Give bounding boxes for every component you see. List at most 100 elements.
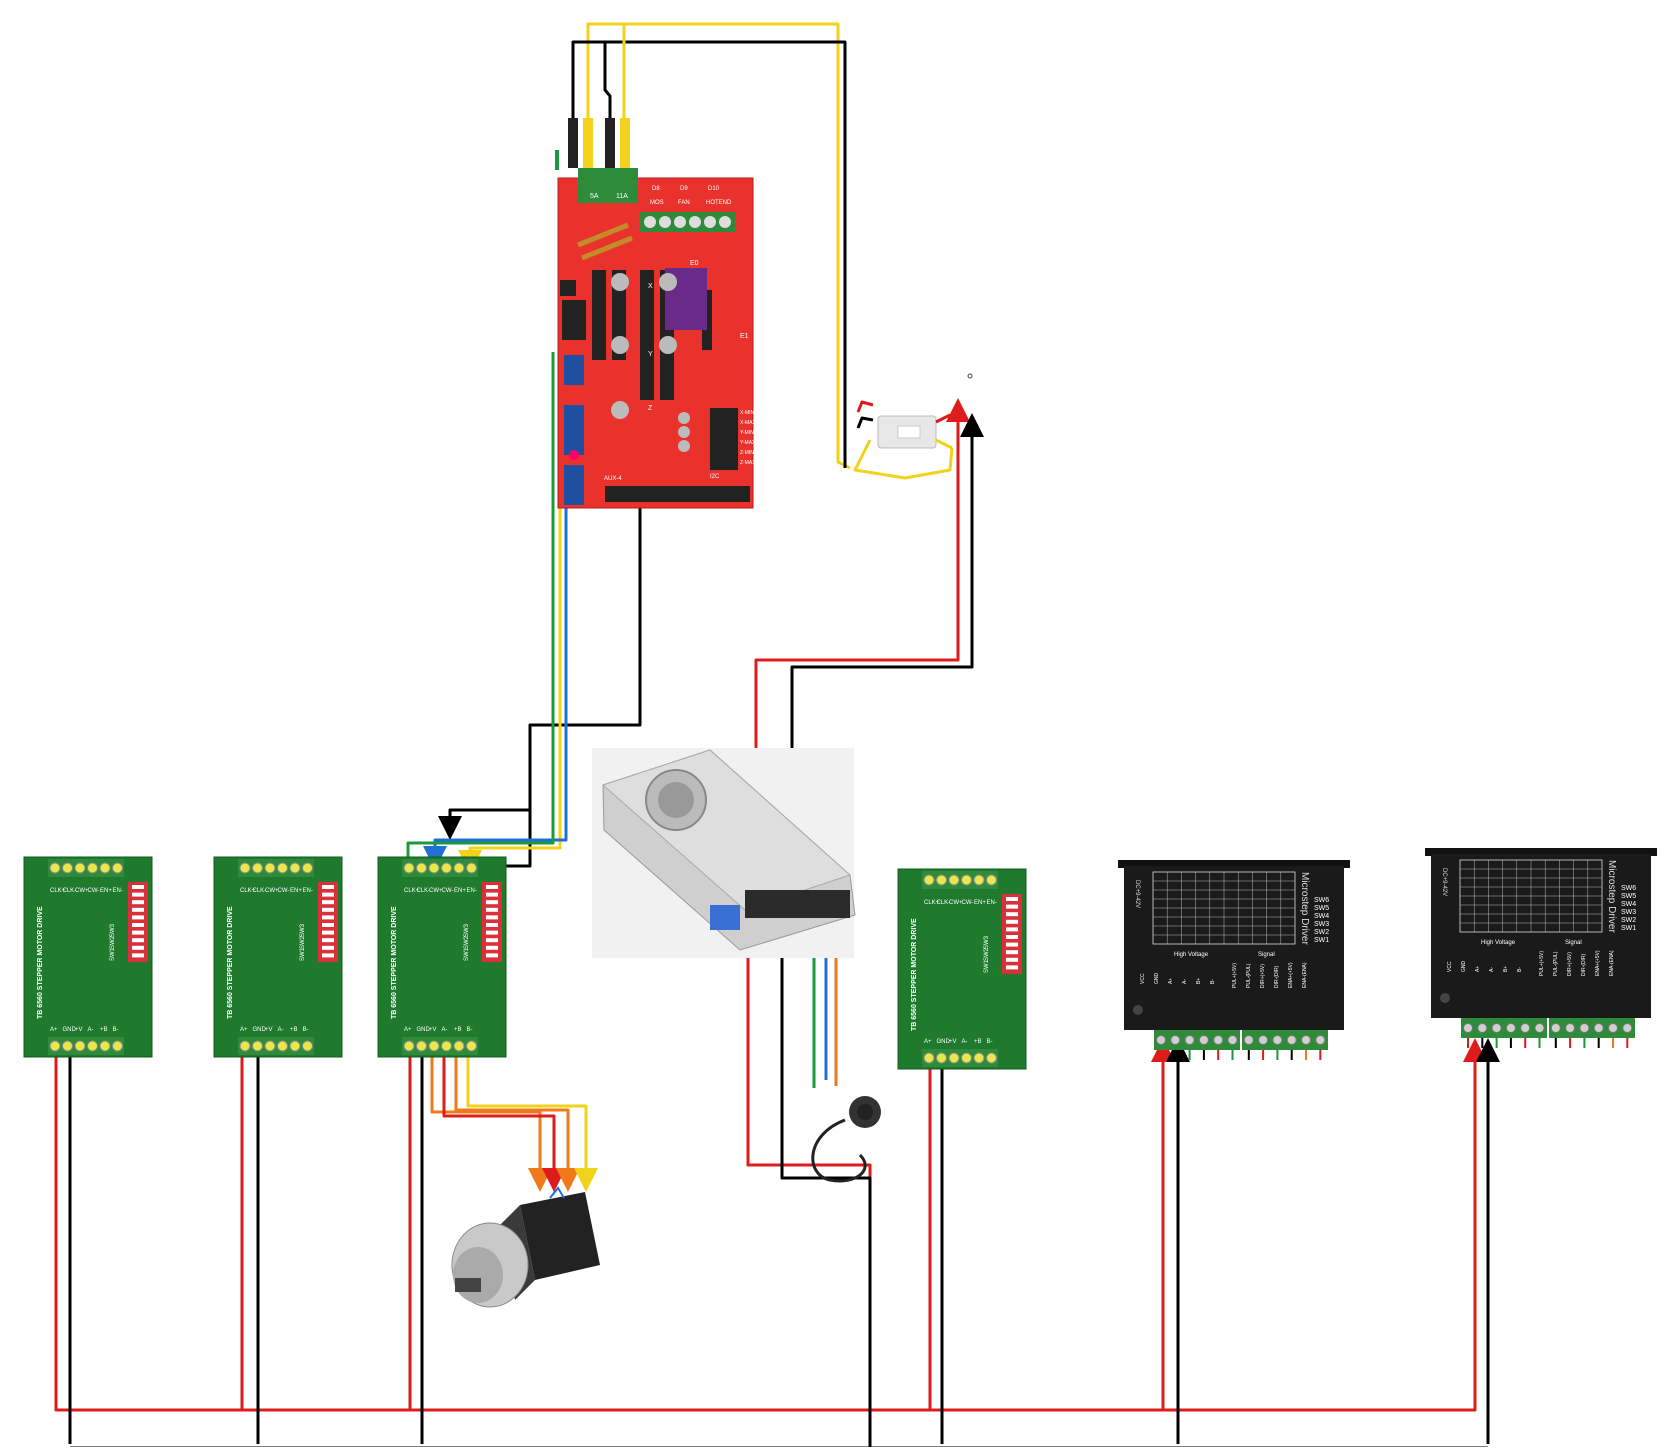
wire-blue-ramps <box>423 352 568 870</box>
signal-pin-label: ENA-(ENA) <box>1609 950 1615 976</box>
terminal-screw <box>1301 1035 1311 1045</box>
terminal-screw <box>416 862 427 874</box>
terminal-screw <box>1184 1035 1195 1045</box>
terminal-screw <box>1534 1023 1545 1033</box>
top-pin-label: CLK+ <box>240 888 256 894</box>
terminal-screw <box>87 1040 98 1052</box>
terminal-screw <box>62 1040 73 1052</box>
switch-label: SW2 <box>110 935 116 949</box>
top-pin-label: CLK- <box>937 900 951 906</box>
terminal-screw <box>1608 1023 1618 1033</box>
switch-label: SW2 <box>300 935 306 949</box>
ramps-board: 5A 11A MOS FAN HOTEND D8 D9 D10 X Y Z E0… <box>555 118 757 509</box>
terminal-screw <box>289 862 301 874</box>
hv-pin-label: GND <box>1461 961 1467 973</box>
terminal-screw <box>1622 1023 1633 1033</box>
terminal-screw <box>986 1052 997 1064</box>
switch-label: SW3 <box>110 923 116 937</box>
top-pin-label: EN+ <box>974 900 986 906</box>
bottom-pin-label: A+ <box>924 1039 932 1045</box>
terminal-screw <box>441 862 452 874</box>
terminal-screw <box>1520 1023 1531 1033</box>
terminal-screw <box>1565 1023 1576 1033</box>
dip-switch[interactable] <box>482 882 502 962</box>
terminal-screw <box>403 862 415 874</box>
switch-label: SW5 <box>1314 905 1329 912</box>
top-pin-label: CLK+ <box>924 900 940 906</box>
ramps-hotend-label: HOTEND <box>706 200 732 206</box>
top-pin-label: EN+ <box>454 888 466 894</box>
driver-model: DC+9-42V <box>1441 868 1447 896</box>
terminal-screw <box>277 1040 288 1052</box>
bottom-pin-label: B- <box>987 1039 993 1045</box>
hv-pin-label: B- <box>1517 967 1523 972</box>
top-pin-label: EN- <box>303 888 313 894</box>
top-pin-label: EN- <box>113 888 123 894</box>
endstop-ymax: Y-MAX <box>740 440 756 446</box>
wire-motor-a <box>430 1042 552 1192</box>
top-pin-label: CLK- <box>63 888 77 894</box>
top-pin-label: EN- <box>987 900 997 906</box>
terminal-screw <box>948 874 960 886</box>
terminal-screw <box>252 1040 263 1052</box>
ramps-mos-label: MOS <box>650 200 664 206</box>
top-pin-label: CW+ <box>75 888 89 894</box>
terminal-screw <box>99 862 111 874</box>
terminal-screw <box>1593 1023 1604 1033</box>
wire-black-top <box>571 40 847 468</box>
signal-pin-label: PUL-(PUL) <box>1553 951 1559 976</box>
bottom-pin-label: +B <box>290 1027 298 1033</box>
terminal-screw <box>466 1040 477 1052</box>
top-pin-label: EN+ <box>100 888 112 894</box>
top-pin-label: CLK- <box>417 888 431 894</box>
terminal-screw <box>87 862 98 874</box>
wire-green-ramps <box>406 352 555 860</box>
switch-label: SW1 <box>1621 925 1636 932</box>
bottom-pin-label: +V <box>265 1027 273 1033</box>
switch-label: SW1 <box>984 959 990 973</box>
hv-pin-label: B+ <box>1196 978 1202 984</box>
driver-brand: Microstep Driver <box>1606 860 1617 933</box>
terminal-screw <box>62 862 73 874</box>
top-pin-label: CLK+ <box>50 888 66 894</box>
ramps-5a-label: 5A <box>590 193 599 200</box>
hv-pin-label: A+ <box>1168 978 1174 984</box>
ramps-11a-label: 11A <box>616 193 628 200</box>
bottom-pin-label: +V <box>75 1027 83 1033</box>
hv-pin-label: VCC <box>1140 973 1146 984</box>
bottom-pin-label: A+ <box>404 1027 412 1033</box>
terminal-screw <box>264 862 276 874</box>
switch-label: SW3 <box>300 923 306 937</box>
signal-pin-label: ENA+(+5V) <box>1595 950 1601 976</box>
switch-label: SW1 <box>464 947 470 961</box>
switch-label: SW2 <box>984 947 990 961</box>
top-pin-label: CW- <box>442 888 454 894</box>
dip-switch[interactable] <box>1002 894 1022 974</box>
ramps-axis-e1: E1 <box>740 333 749 340</box>
driver-brand: Microstep Driver <box>1299 872 1310 945</box>
bottom-pin-label: B- <box>113 1027 119 1033</box>
switch-label: SW3 <box>1621 909 1636 916</box>
ramps-d10-label: D10 <box>708 186 720 192</box>
terminal-screw <box>428 1040 440 1052</box>
terminal-screw <box>923 874 935 886</box>
mount-hole <box>1440 993 1450 1003</box>
hv-pin-label: A- <box>1489 967 1495 972</box>
terminal-screw <box>1272 1035 1283 1045</box>
hv-pin-label: VCC <box>1447 961 1453 972</box>
switch-label: SW3 <box>1314 921 1329 928</box>
bottom-pin-label: GND <box>63 1027 77 1033</box>
terminal-screw <box>936 1052 947 1064</box>
dip-switch[interactable] <box>318 882 338 962</box>
switch-label: SW1 <box>300 947 306 961</box>
dip-switch[interactable] <box>128 882 148 962</box>
stepper-motor-icon <box>451 1186 600 1308</box>
signal-pin-label: PUL-(PUL) <box>1246 963 1252 988</box>
switch-label: SW2 <box>464 935 470 949</box>
